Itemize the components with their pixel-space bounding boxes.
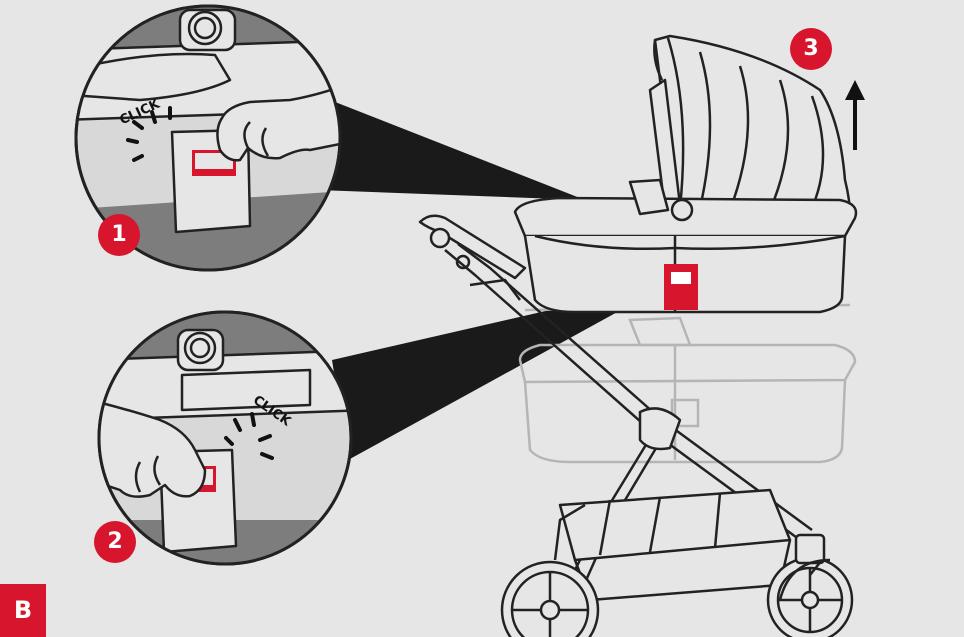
step-badge-2: 2 [94,521,136,563]
carrycot [515,36,856,312]
zoom-circle-top: CLICK [60,0,360,300]
step-badge-1: 1 [98,214,140,256]
zoom-cone-top [318,100,585,200]
panel-label: B [0,584,46,637]
up-arrow-icon [845,80,865,150]
step-badge-3: 3 [790,28,832,70]
